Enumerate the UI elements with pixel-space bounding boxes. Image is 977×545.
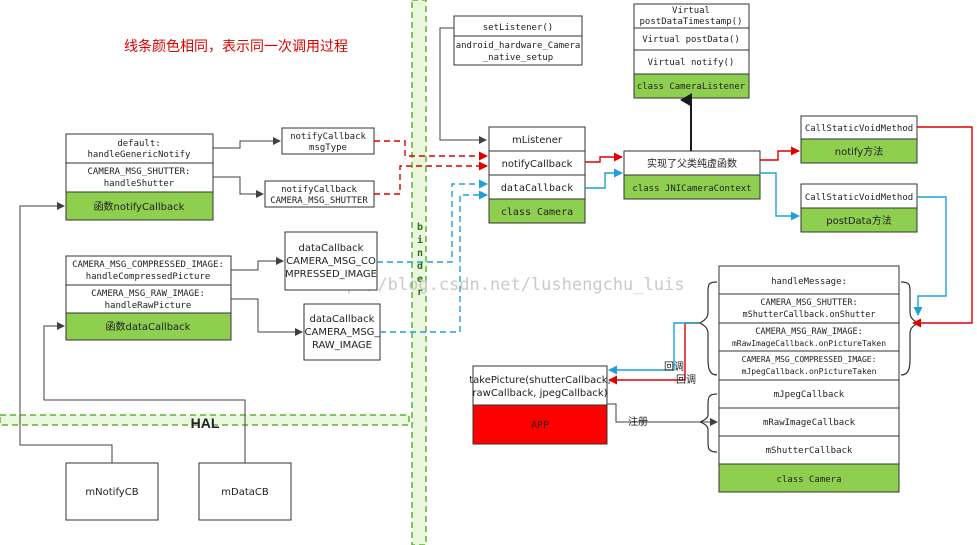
postdata-method-footer: postData方法 — [826, 214, 891, 227]
notify-static-method-box: CallStaticVoidMethod notify方法 — [800, 115, 918, 164]
java-camera-footer: class Camera — [776, 475, 841, 485]
jni-implements-note: 实现了父类纯虚函数 — [647, 157, 737, 170]
notify-msgtype-line2: msgType — [309, 143, 347, 153]
callback-label-1: 回调 — [664, 361, 684, 373]
data-handle-raw: handleRawPicture — [105, 301, 192, 311]
hal-mdatacb-label: mDataCB — [221, 487, 269, 498]
register-arrow — [607, 403, 718, 426]
camera-listener-class: Virtual postDataTimestamp() Virtual post… — [633, 3, 750, 99]
hal-divider: HAL — [0, 414, 410, 431]
watermark: http://blog.csdn.net/lushengchu_luis — [316, 275, 684, 295]
app-footer: APP — [531, 420, 549, 431]
hal-label: HAL — [191, 415, 220, 431]
data-compressed-case: CAMERA_MSG_COMPRESSED_IMAGE: — [72, 260, 224, 270]
notify-msgtype-line1: notifyCallback — [290, 132, 366, 142]
hal-mdatacb-box: mDataCB — [198, 462, 292, 521]
setlistener-method: setListener() — [483, 23, 553, 33]
data-raw-line1: dataCallback — [310, 314, 375, 325]
hal-mnotifycb-box: mNotifyCB — [65, 462, 159, 521]
data-compressed-box: dataCallback CAMERA_MSG_CO MPRESSED_IMAG… — [284, 231, 378, 291]
java-raw-case: CAMERA_MSG_RAW_IMAGE: — [755, 327, 862, 337]
data-compressed-line3: MPRESSED_IMAGE — [285, 269, 377, 280]
native-camera-class: mListener notifyCallback dataCallback cl… — [488, 126, 586, 224]
notify-method-footer: notify方法 — [835, 145, 883, 158]
java-jpeg-picture-taken: mJpegCallback.onPictureTaken — [742, 367, 877, 376]
callstatic-postdata-label: CallStaticVoidMethod — [805, 193, 913, 203]
notify-handle-shutter: handleShutter — [104, 179, 175, 189]
notify-shutter-line1: notifyCallback — [281, 185, 357, 195]
virtual-keyword: Virtual — [672, 6, 710, 16]
notify-generic-label: handleGenericNotify — [88, 150, 192, 160]
mshuttercallback-field: mShutterCallback — [766, 446, 853, 456]
blue-data-path — [377, 168, 947, 375]
data-raw-line3: RAW_IMAGE — [312, 340, 372, 351]
java-compressed-case: CAMERA_MSG_COMPRESSED_IMAGE: — [742, 355, 877, 364]
data-raw-line2: CAMERA_MSG_ — [305, 327, 381, 338]
notify-default-label: default: — [117, 139, 160, 149]
postdatatimestamp-method: postDataTimestamp() — [640, 17, 743, 27]
native-camera-footer: class Camera — [501, 207, 573, 218]
data-raw-case: CAMERA_MSG_RAW_IMAGE: — [91, 289, 205, 299]
notify-method: Virtual notify() — [648, 58, 735, 68]
setlistener-arrow — [439, 27, 487, 144]
callback-label-2: 回调 — [676, 374, 696, 386]
datacallback-method: dataCallback — [501, 183, 573, 194]
java-on-shutter: mShutterCallback.onShutter — [742, 310, 875, 320]
notify-group-footer: 函数notifyCallback — [94, 200, 185, 213]
notify-shutter-line2: CAMERA_MSG_SHUTTER — [270, 196, 368, 206]
java-camera-class: handleMessage: CAMERA_MSG_SHUTTER: mShut… — [718, 265, 900, 493]
take-picture-line2: rawCallback, jpegCallback) — [472, 388, 607, 399]
postdata-static-method-box: CallStaticVoidMethod postData方法 — [800, 183, 918, 233]
native-setup-line2: _native_setup — [483, 53, 553, 63]
data-compressed-line2: CAMERA_MSG_CO — [286, 256, 376, 267]
data-group-footer: 函数dataCallback — [106, 320, 191, 333]
callstatic-notify-label: CallStaticVoidMethod — [805, 124, 913, 134]
notify-shutter-case: CAMERA_MSG_SHUTTER: — [88, 167, 191, 177]
title-note: 线条颜色相同，表示同一次调用过程 — [124, 38, 348, 55]
red-call-path — [374, 126, 973, 385]
left-connectors — [19, 137, 303, 463]
take-picture-line1: takePicture(shutterCallback, — [469, 375, 611, 386]
notify-shutter-box: notifyCallback CAMERA_MSG_SHUTTER — [264, 180, 375, 208]
data-raw-box: dataCallback CAMERA_MSG_ RAW_IMAGE — [303, 303, 381, 361]
mlistener-field: mListener — [512, 135, 563, 146]
mrawimagecallback-field: mRawImageCallback — [763, 418, 856, 428]
camera-listener-footer: class CameraListener — [637, 82, 746, 92]
mjpegcallback-field: mJpegCallback — [774, 390, 845, 400]
handle-message-label: handleMessage: — [771, 277, 847, 287]
app-box: takePicture(shutterCallback, rawCallback… — [469, 365, 611, 445]
data-handle-compressed: handleCompressedPicture — [86, 272, 211, 282]
register-label: 注册 — [628, 415, 648, 428]
postdata-method: Virtual postData() — [642, 35, 740, 45]
notify-callback-group: default: handleGenericNotify CAMERA_MSG_… — [65, 133, 214, 221]
jni-camera-context-class: 实现了父类纯虚函数 class JNICameraContext — [623, 150, 761, 200]
jni-context-footer: class JNICameraContext — [632, 184, 751, 194]
java-raw-picture-taken: mRawImageCallback.onPictureTaken — [732, 339, 886, 348]
native-setup-line1: android_hardware_Camera — [456, 41, 581, 51]
setlistener-box: setListener() android_hardware_Camera _n… — [453, 15, 583, 66]
data-compressed-line1: dataCallback — [299, 243, 364, 254]
java-shutter-case: CAMERA_MSG_SHUTTER: — [760, 298, 857, 308]
data-callback-group: CAMERA_MSG_COMPRESSED_IMAGE: handleCompr… — [65, 255, 232, 341]
hal-mnotifycb-label: mNotifyCB — [85, 487, 138, 498]
notify-msgtype-box: notifyCallback msgType — [281, 127, 375, 155]
notifycallback-method: notifyCallback — [502, 159, 573, 170]
